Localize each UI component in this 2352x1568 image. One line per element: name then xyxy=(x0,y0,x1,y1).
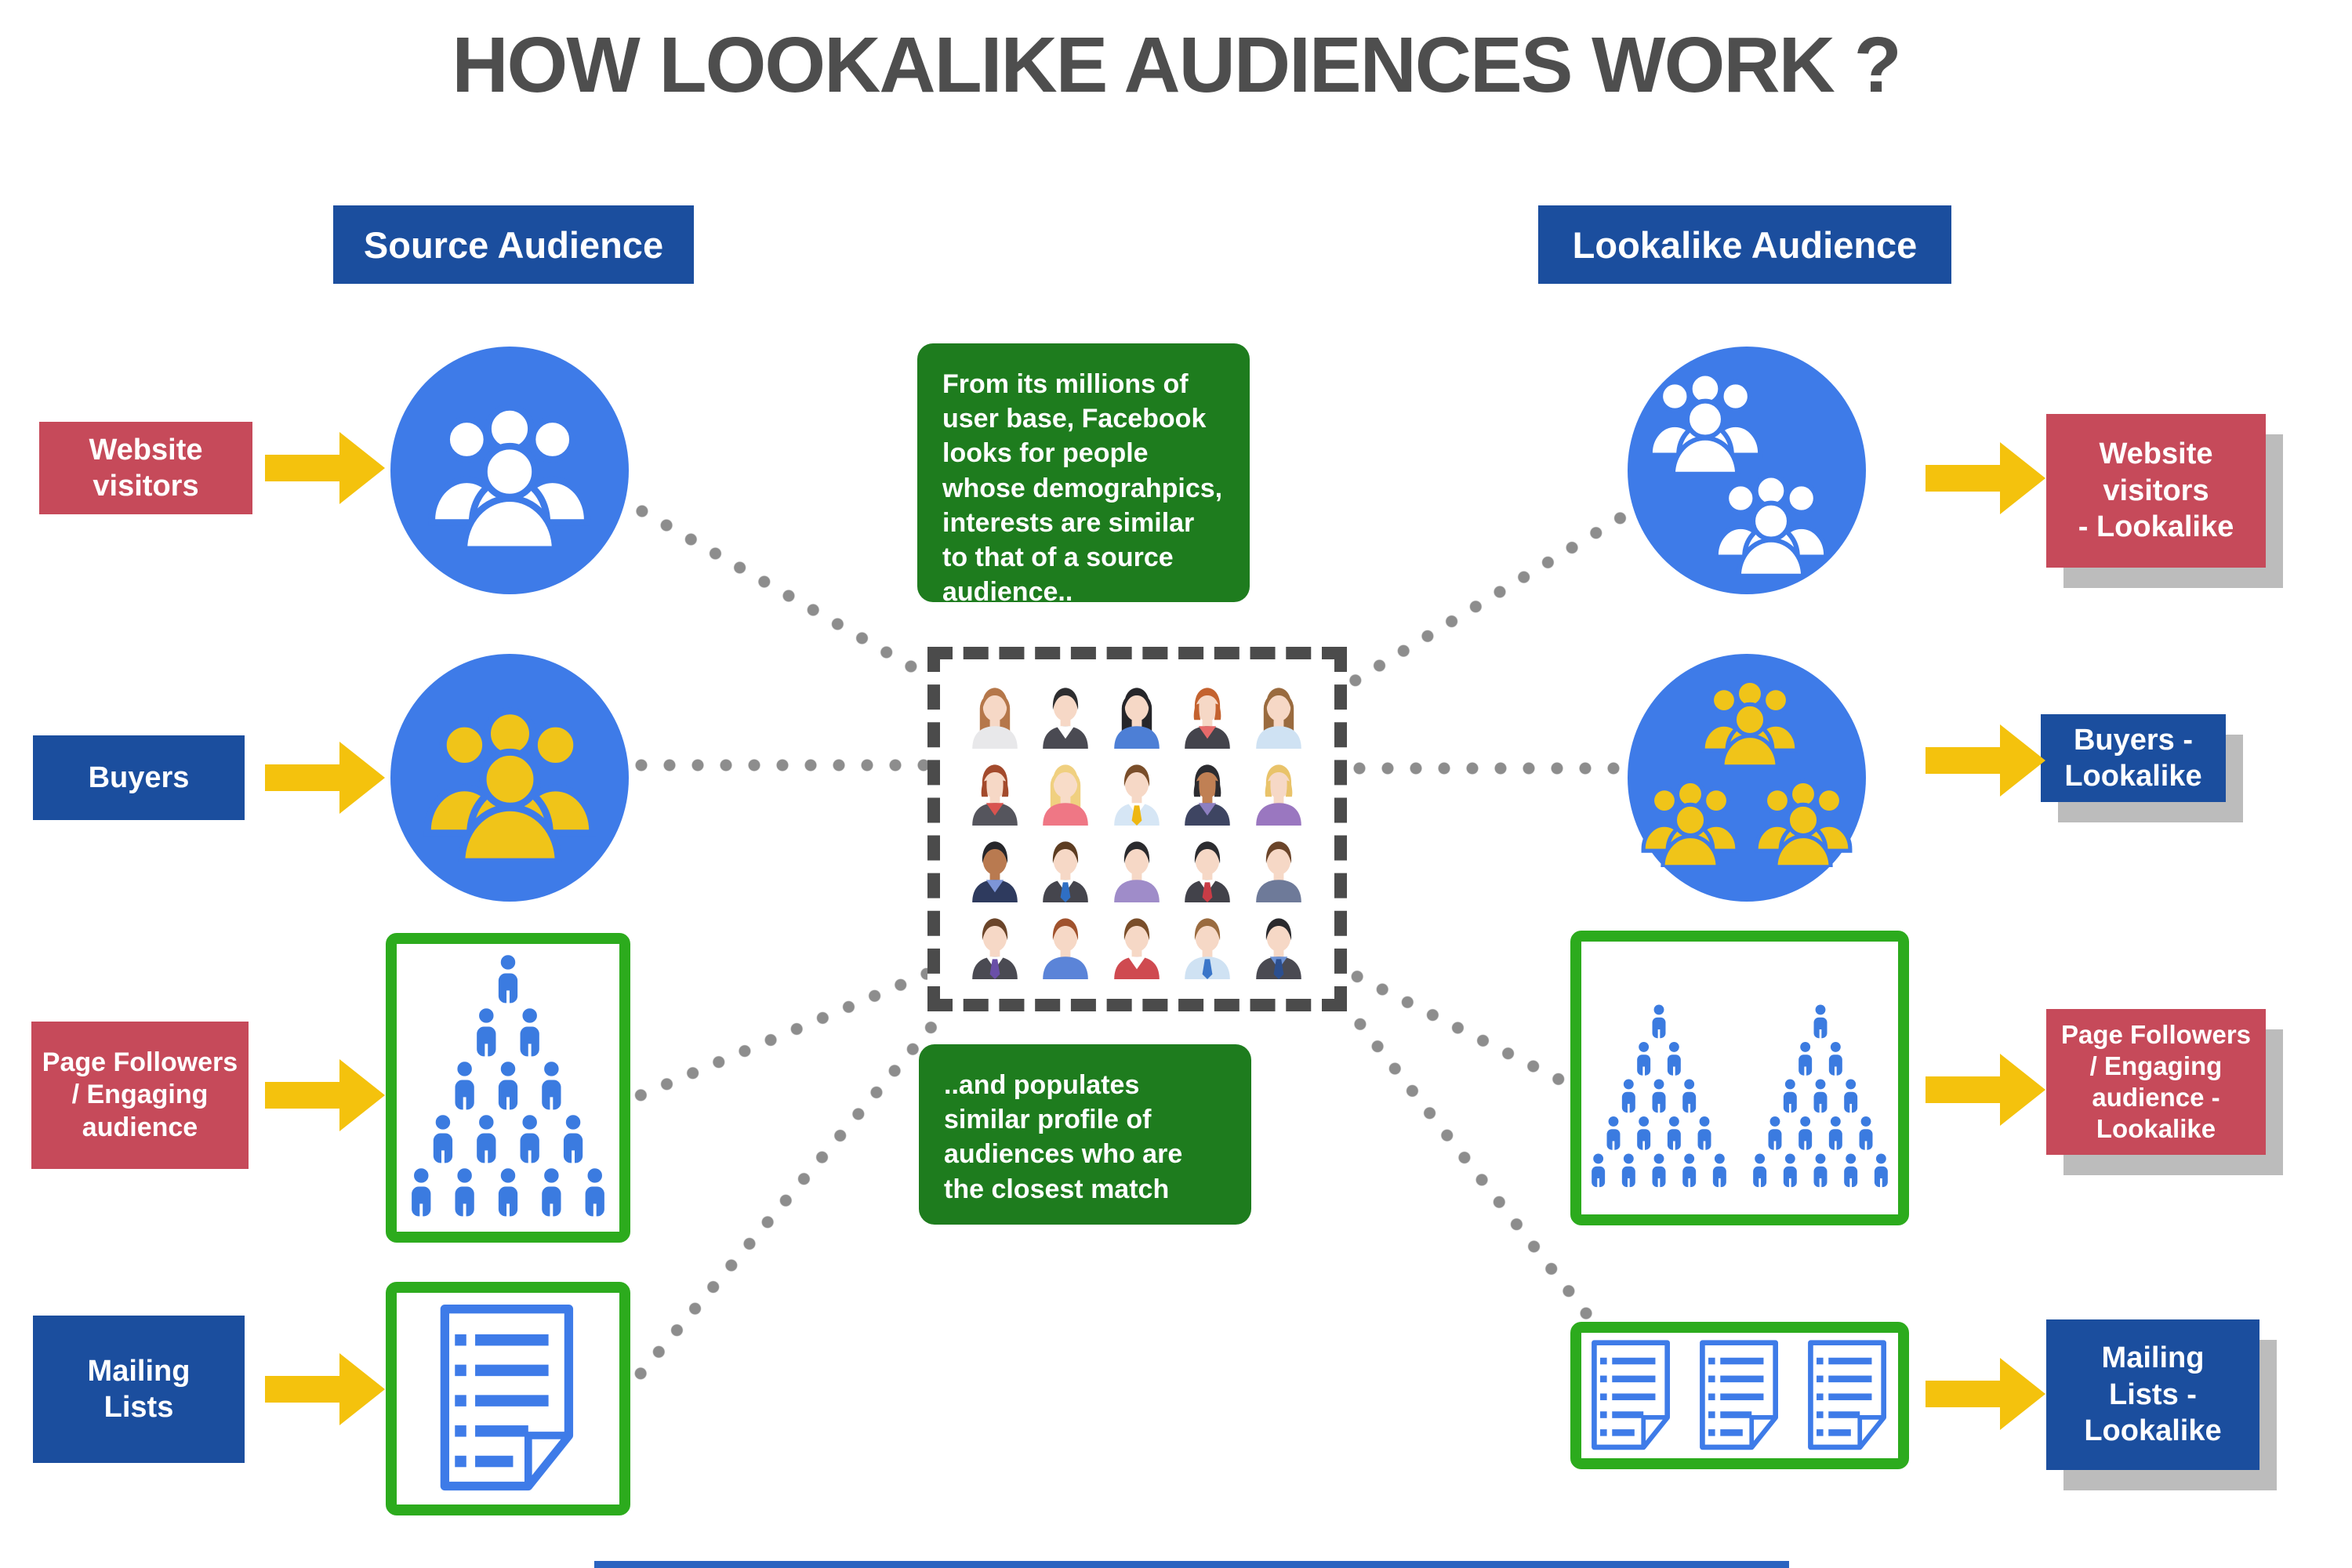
avatar xyxy=(1247,757,1311,826)
avatar xyxy=(1034,757,1098,826)
avatar xyxy=(964,833,1027,902)
avatar xyxy=(1105,910,1169,979)
label-mailing-lists: Mailing Lists xyxy=(33,1316,245,1463)
avatar xyxy=(1034,910,1098,979)
avatar xyxy=(964,910,1027,979)
avatar xyxy=(1176,757,1240,826)
label-mailing-lists-lookalike: Mailing Lists - Lookalike xyxy=(2046,1319,2259,1470)
footer-bar xyxy=(594,1561,1789,1568)
label-buyers-lookalike: Buyers - Lookalike xyxy=(2041,714,2226,802)
avatar xyxy=(1034,833,1098,902)
avatar xyxy=(1176,910,1240,979)
page-title: HOW LOOKALIKE AUDIENCES WORK ? xyxy=(452,21,1901,109)
label-website-visitors-lookalike: Website visitors - Lookalike xyxy=(2046,414,2266,568)
mailing-list-document-icon xyxy=(386,1282,630,1515)
buyers-lookalike-group-icon xyxy=(1628,654,1866,902)
note-populate-result: ..and populates similar profile of audie… xyxy=(919,1044,1251,1225)
buyers-group-icon xyxy=(390,654,629,902)
label-website-visitors: Website visitors xyxy=(39,422,252,514)
avatar xyxy=(964,757,1027,826)
label-page-followers-lookalike: Page Followers / Engaging audience - Loo… xyxy=(2046,1009,2266,1155)
page-followers-pyramid-icon xyxy=(386,933,630,1243)
avatar xyxy=(1034,680,1098,749)
flow-arrow-icon xyxy=(1926,465,2000,492)
avatar xyxy=(1247,833,1311,902)
flow-arrow-icon xyxy=(1926,1076,2000,1103)
mailing-list-lookalike-documents-icon xyxy=(1570,1322,1909,1469)
user-avatars-grid xyxy=(940,659,1334,999)
dotted-connector xyxy=(631,1014,944,1383)
dotted-connector xyxy=(633,503,932,682)
page-followers-lookalike-pyramid-icon xyxy=(1570,931,1909,1225)
label-buyers: Buyers xyxy=(33,735,245,820)
dotted-connector xyxy=(1348,967,1578,1094)
dotted-connector xyxy=(1346,498,1648,689)
flow-arrow-icon xyxy=(265,1082,339,1109)
label-page-followers: Page Followers / Engaging audience xyxy=(31,1022,249,1169)
matching-pool-box xyxy=(927,647,1347,1011)
website-visitors-group-icon xyxy=(390,347,629,594)
avatar xyxy=(1247,910,1311,979)
flow-arrow-icon xyxy=(1926,1381,2000,1407)
dotted-connector xyxy=(1351,1015,1606,1335)
flow-arrow-icon xyxy=(265,455,339,481)
website-visitors-lookalike-group-icon xyxy=(1628,347,1866,594)
flow-arrow-icon xyxy=(1926,747,2000,774)
avatar xyxy=(1247,680,1311,749)
avatar xyxy=(1176,680,1240,749)
flow-arrow-icon xyxy=(265,1376,339,1403)
avatar xyxy=(1176,833,1240,902)
avatar xyxy=(964,680,1027,749)
note-matching-process: From its millions of user base, Facebook… xyxy=(917,343,1250,607)
source-audience-header: Source Audience xyxy=(333,205,694,284)
avatar xyxy=(1105,833,1169,902)
dotted-connector xyxy=(635,759,929,771)
avatar xyxy=(1105,680,1169,749)
lookalike-audience-header: Lookalike Audience xyxy=(1538,205,1951,284)
avatar xyxy=(1105,757,1169,826)
dotted-connector xyxy=(1353,762,1628,775)
flow-arrow-icon xyxy=(265,764,339,791)
